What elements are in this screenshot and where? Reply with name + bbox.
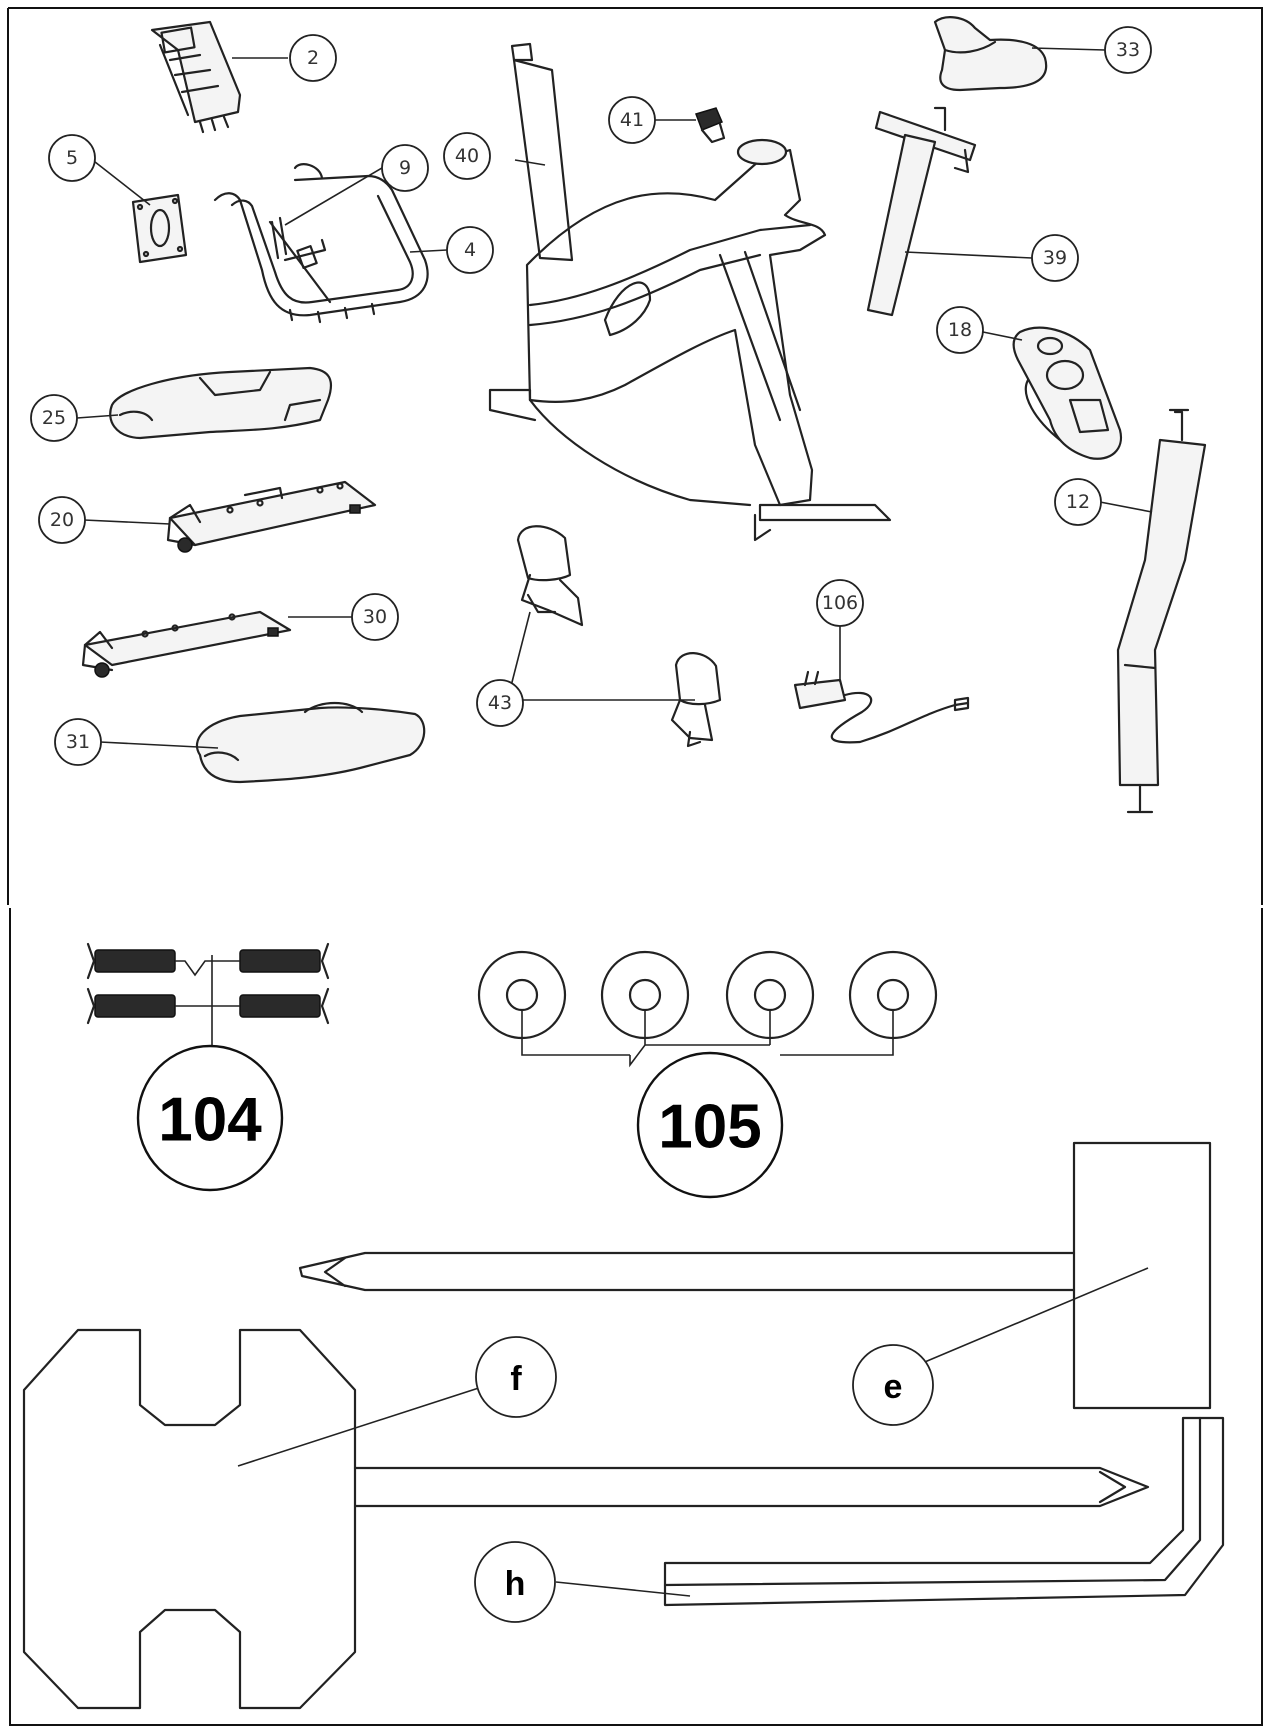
part-rear-stabilizer-cover: [195, 702, 426, 784]
callout-33: 33: [1104, 26, 1152, 74]
callout-12: 12: [1054, 478, 1102, 526]
callout-18: 18: [936, 306, 984, 354]
callout-106-label: 106: [822, 592, 858, 614]
callout-43: 43: [476, 679, 524, 727]
callout-30-label: 30: [363, 606, 387, 628]
callout-104-label: 104: [158, 1086, 262, 1155]
callout-9-label: 9: [399, 157, 411, 179]
callout-12-label: 12: [1066, 491, 1090, 513]
part-pedal-right: [670, 652, 722, 748]
callout-20-label: 20: [50, 509, 74, 531]
callout-h-label: h: [505, 1565, 526, 1603]
callout-105: 105: [636, 1051, 784, 1199]
callout-5: 5: [48, 134, 96, 182]
part-seat: [933, 16, 1048, 92]
callout-9: 9: [381, 144, 429, 192]
part-pedal-left: [516, 525, 584, 627]
callout-39: 39: [1031, 234, 1079, 282]
callout-h: h: [474, 1541, 556, 1623]
callout-31-label: 31: [66, 731, 90, 753]
part-bottle-holder: [1012, 326, 1123, 460]
callout-39-label: 39: [1043, 247, 1067, 269]
callout-f-label: f: [510, 1360, 522, 1398]
callout-20: 20: [38, 496, 86, 544]
tool-e: [298, 1141, 1212, 1410]
part-main-frame: [488, 42, 892, 542]
callout-31: 31: [54, 718, 102, 766]
part-front-stabilizer: [166, 480, 377, 553]
callout-30: 30: [351, 593, 399, 641]
part-sensor-wire: [270, 216, 288, 260]
part-rear-stabilizer: [81, 610, 292, 678]
part-front-post: [1116, 408, 1207, 814]
top-panel-frame: [7, 7, 1263, 905]
callout-4-label: 4: [464, 239, 476, 261]
bottom-panel-frame: [9, 908, 1263, 1726]
callout-106: 106: [816, 579, 864, 627]
hardware-bolts: [86, 942, 330, 1065]
callout-40-label: 40: [455, 145, 479, 167]
part-handlebar: [213, 163, 429, 324]
hardware-washers: [477, 950, 938, 1080]
callout-2: 2: [289, 34, 337, 82]
callout-43-label: 43: [488, 692, 512, 714]
part-seat-post: [866, 106, 977, 317]
callout-2-label: 2: [307, 47, 319, 69]
part-console: [150, 20, 242, 134]
callout-e-label: e: [884, 1368, 903, 1406]
callout-40: 40: [443, 132, 491, 180]
part-power-adapter: [793, 670, 970, 744]
tool-f: [22, 1328, 1150, 1710]
part-tension-knob: [695, 107, 726, 144]
callout-41-label: 41: [620, 109, 644, 131]
callout-104: 104: [136, 1044, 284, 1192]
callout-18-label: 18: [948, 319, 972, 341]
callout-e: e: [852, 1344, 934, 1426]
callout-105-label: 105: [658, 1093, 761, 1162]
callout-5-label: 5: [66, 147, 78, 169]
callout-f: f: [475, 1336, 557, 1418]
part-front-stabilizer-cover: [109, 366, 333, 440]
part-mounting-plate: [131, 193, 188, 264]
callout-25: 25: [30, 394, 78, 442]
tool-h: [663, 1416, 1225, 1607]
callout-25-label: 25: [42, 407, 66, 429]
callout-4: 4: [446, 226, 494, 274]
callout-33-label: 33: [1116, 39, 1140, 61]
callout-41: 41: [608, 96, 656, 144]
